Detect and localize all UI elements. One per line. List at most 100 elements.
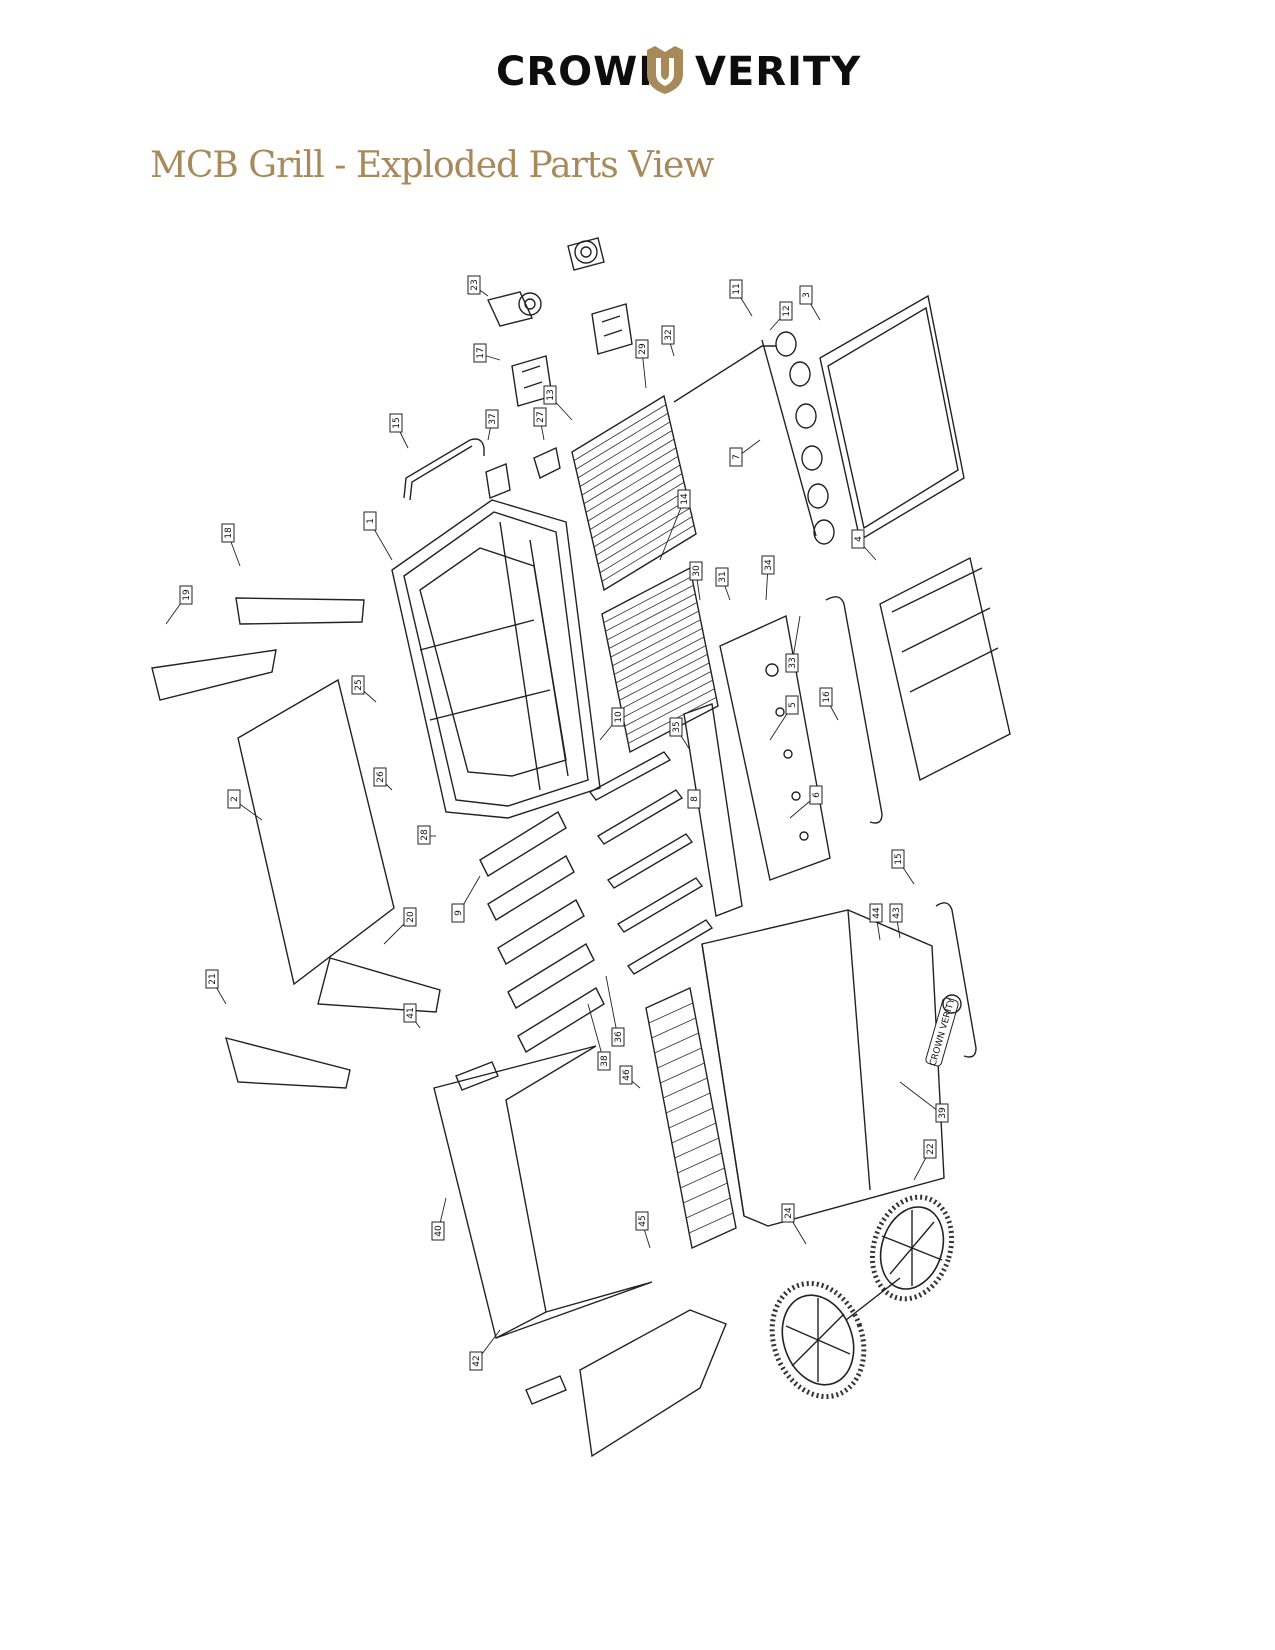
callout-box (785, 653, 799, 673)
callout-2: 2 (227, 789, 241, 809)
callout-number: 20 (406, 911, 416, 923)
control-panel (719, 614, 831, 881)
grate-bar (603, 576, 692, 623)
callout-box (373, 767, 387, 787)
callout-box (715, 567, 729, 587)
callout-number: 18 (224, 527, 234, 539)
callout-42: 42 (469, 1351, 483, 1371)
grate-bar (660, 1062, 705, 1084)
callout-box (485, 409, 499, 429)
side-handle-16 (825, 596, 883, 824)
callout-3: 3 (799, 285, 813, 305)
callout-box (761, 555, 775, 575)
grate-bar (683, 1182, 728, 1204)
grate-bar (599, 516, 693, 574)
callout-labels: 1234567891011121314151516171819202122232… (165, 275, 949, 1371)
cart-body (701, 909, 945, 1227)
grate-bar (577, 421, 671, 479)
callout-number: 14 (680, 493, 690, 505)
grate-bar (651, 1017, 696, 1039)
logo-badge: CROWN VERITY (925, 997, 959, 1067)
callout-18: 18 (221, 523, 235, 543)
callout-box (851, 529, 865, 549)
callout-box (669, 717, 683, 737)
grate-bar (654, 1032, 699, 1054)
grate-bar (608, 602, 698, 649)
grate-bar (581, 438, 675, 496)
callout-leader (659, 499, 685, 561)
valve-rail (761, 339, 817, 537)
grate-bar (585, 456, 679, 513)
callout-15: 15 (389, 413, 403, 433)
callout-number: 13 (546, 389, 556, 400)
callout-box (363, 511, 377, 531)
callout-box (819, 687, 833, 707)
callout-25: 25 (351, 675, 365, 695)
callout-34: 34 (761, 555, 775, 575)
bracket-42 (525, 1375, 567, 1405)
callout-box (227, 789, 241, 809)
callout-box (389, 413, 403, 433)
grate-bar (601, 525, 695, 582)
callout-number: 3 (802, 292, 812, 298)
grate-bar (677, 1152, 722, 1174)
callout-box (403, 1003, 417, 1023)
ignition-button (942, 994, 962, 1014)
grate-bar (607, 593, 696, 641)
callout-number: 11 (732, 283, 742, 294)
callout-46: 46 (619, 1065, 633, 1085)
callout-box (205, 969, 219, 989)
grill-lid (819, 294, 965, 542)
grate-bar (579, 430, 673, 487)
grate-bar (622, 671, 712, 718)
grate-bar (593, 490, 687, 548)
callout-22: 22 (923, 1139, 937, 1159)
callout-number: 34 (764, 559, 774, 571)
callout-number: 44 (872, 907, 882, 919)
callout-box (687, 789, 701, 809)
callout-box (431, 1221, 445, 1241)
callout-number: 1 (366, 518, 376, 524)
callout-14: 14 (677, 489, 691, 509)
callout-number: 21 (208, 973, 218, 984)
callout-12: 12 (779, 301, 793, 321)
callout-box (179, 585, 193, 605)
callout-number: 15 (392, 417, 402, 428)
callout-box (891, 849, 905, 869)
callout-number: 9 (454, 910, 464, 916)
callout-number: 22 (926, 1143, 936, 1154)
callout-6: 6 (809, 785, 823, 805)
callout-box (889, 903, 903, 923)
grate-bar (648, 1002, 694, 1024)
callout-box (635, 1211, 649, 1231)
callout-box (935, 1103, 949, 1123)
side-handle-15 (935, 902, 977, 1058)
callout-7: 7 (729, 447, 743, 467)
callout-32: 32 (661, 325, 675, 345)
callout-number: 40 (434, 1225, 444, 1237)
callout-36: 36 (611, 1027, 625, 1047)
grate-bar (591, 481, 685, 539)
callout-number: 25 (354, 679, 364, 690)
callout-number: 6 (812, 792, 822, 798)
callout-number: 16 (822, 691, 832, 703)
side-rail-18 (235, 597, 365, 625)
callout-number: 32 (664, 329, 674, 340)
callout-number: 45 (638, 1215, 648, 1226)
callout-box (923, 1139, 937, 1159)
callout-box (417, 825, 431, 845)
axle (845, 1277, 901, 1321)
side-rail-19 (151, 649, 277, 701)
wheel-22 (869, 1194, 955, 1302)
callout-21: 21 (205, 969, 219, 989)
grate-bar (657, 1047, 702, 1069)
callout-box (785, 695, 799, 715)
callout-box (619, 1065, 633, 1085)
callout-37: 37 (485, 409, 499, 429)
grate-bar (680, 1167, 725, 1189)
callout-box (473, 343, 487, 363)
grate-bar (614, 628, 703, 675)
callout-box (781, 1203, 795, 1223)
callout-20: 20 (403, 907, 417, 927)
callout-box (543, 385, 557, 405)
